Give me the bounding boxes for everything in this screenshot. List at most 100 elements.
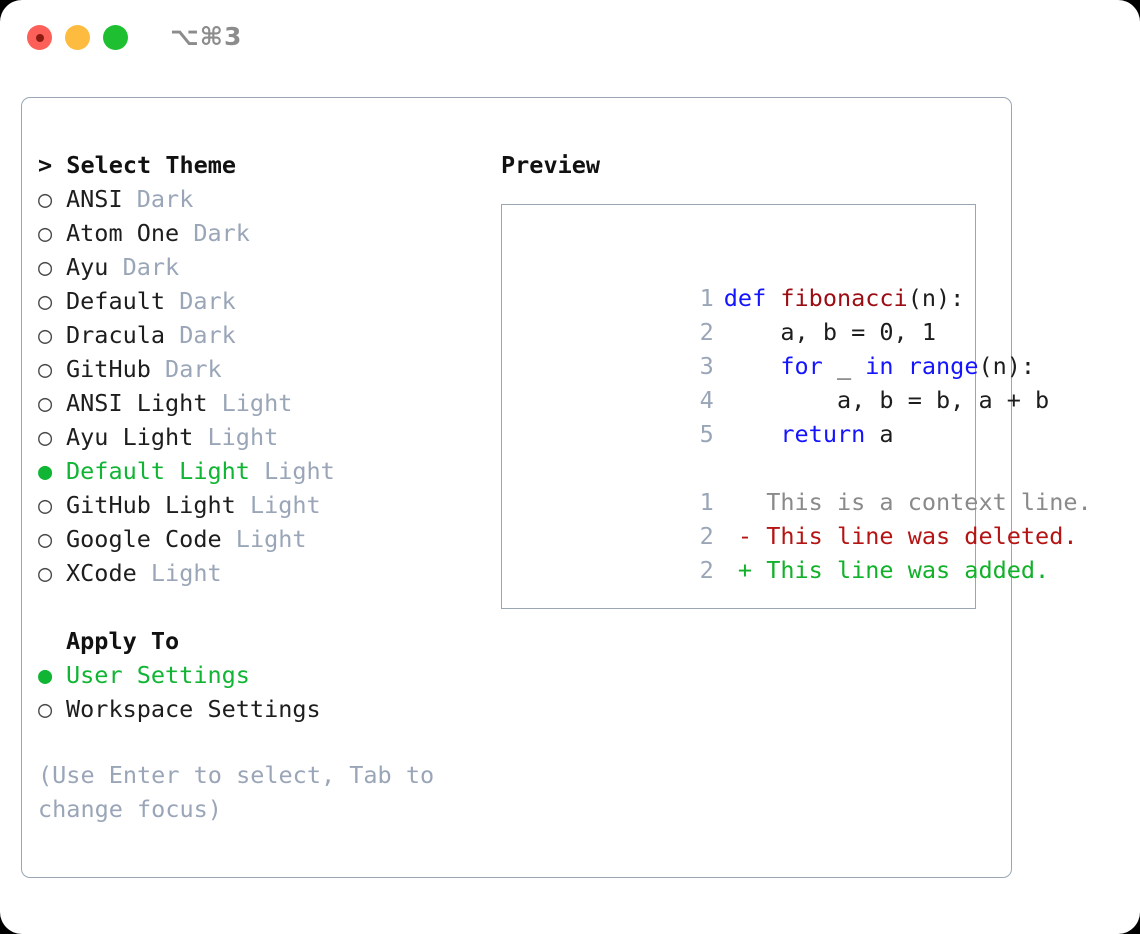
code-token: def <box>723 284 781 312</box>
preview-title: Preview <box>501 151 601 179</box>
diff-line-added: 2 + This line was added. <box>516 519 1050 584</box>
theme-option-atom-one-dark[interactable]: ○ Atom One Dark <box>38 216 493 250</box>
line-number: 2 <box>699 556 714 584</box>
theme-option-label: GitHub <box>66 355 151 383</box>
code-line: 5 return a <box>516 383 975 448</box>
diff-token: - This line was deleted. <box>723 522 1078 550</box>
theme-option-category <box>207 386 221 420</box>
traffic-light-controls <box>27 25 128 50</box>
theme-option-category-value: Light <box>235 525 307 553</box>
radio-icon-selected[interactable]: ● <box>38 457 53 485</box>
theme-option-category <box>193 420 207 454</box>
theme-option-category-value: Dark <box>136 185 194 213</box>
theme-option-label: Google Code <box>66 525 222 553</box>
radio-icon[interactable]: ○ <box>38 253 53 281</box>
keyboard-shortcut-label: ⌥⌘3 <box>170 22 243 51</box>
radio-icon[interactable]: ○ <box>38 355 53 383</box>
theme-option-category <box>123 182 137 216</box>
theme-option-category-value: Light <box>221 389 293 417</box>
radio-icon[interactable]: ○ <box>38 695 53 723</box>
theme-option-category-value: Light <box>249 491 321 519</box>
theme-option-category-value: Light <box>207 423 279 451</box>
theme-option-label: ANSI <box>66 185 123 213</box>
diff-token: + This line was added. <box>723 556 1050 584</box>
title-bar: ⌥⌘3 <box>0 0 1140 78</box>
theme-option-default-dark[interactable]: ○ Default Dark <box>38 284 493 318</box>
code-token: for <box>780 352 823 380</box>
line-number: 3 <box>699 352 714 380</box>
theme-option-label: Ayu Light <box>66 423 194 451</box>
theme-option-category-value: Dark <box>165 355 222 383</box>
radio-icon[interactable]: ○ <box>38 321 53 349</box>
theme-option-xcode-light[interactable]: ○ XCode Light <box>38 556 493 590</box>
theme-option-ayu-dark[interactable]: ○ Ayu Dark <box>38 250 493 284</box>
code-token: _ <box>822 352 866 380</box>
theme-option-default-light[interactable]: ● Default Light Light <box>38 454 493 488</box>
theme-option-google-code-light[interactable]: ○ Google Code Light <box>38 522 493 556</box>
radio-icon[interactable]: ○ <box>38 423 53 451</box>
line-number: 1 <box>699 488 714 516</box>
theme-option-category <box>222 522 236 556</box>
apply-to-option-label: User Settings <box>66 661 250 689</box>
line-number: 2 <box>699 318 714 346</box>
code-token: a <box>865 420 894 448</box>
theme-option-category-value: Dark <box>179 321 236 349</box>
minimize-window-icon[interactable] <box>65 25 90 50</box>
line-number: 4 <box>699 386 714 414</box>
radio-icon[interactable]: ○ <box>38 525 53 553</box>
theme-option-category <box>165 284 179 318</box>
section-spacer <box>38 590 493 624</box>
radio-icon[interactable]: ○ <box>38 287 53 315</box>
theme-option-category-value: Dark <box>122 253 180 281</box>
keyboard-hint-text: (Use Enter to select, Tab to change focu… <box>38 761 449 823</box>
radio-icon-selected[interactable]: ● <box>38 661 53 689</box>
code-token: return <box>780 420 866 448</box>
theme-option-category <box>179 216 193 250</box>
theme-option-label: ANSI Light <box>66 389 208 417</box>
select-theme-header: > Select Theme <box>38 151 237 179</box>
radio-icon[interactable]: ○ <box>38 185 53 213</box>
code-line: 2 a, b = 0, 1 <box>516 281 975 346</box>
theme-option-category-value: Dark <box>179 287 236 315</box>
theme-option-label: Atom One <box>66 219 180 247</box>
apply-to-option-list: ● User Settings ○ Workspace Settings <box>38 658 493 726</box>
code-token: (n): <box>978 352 1036 380</box>
theme-option-category <box>165 318 179 352</box>
theme-option-ansi-light[interactable]: ○ ANSI Light Light <box>38 386 493 420</box>
code-token <box>724 352 781 380</box>
theme-option-github-dark[interactable]: ○ GitHub Dark <box>38 352 493 386</box>
radio-icon[interactable]: ○ <box>38 559 53 587</box>
diff-line-deleted: 2 - This line was deleted. <box>516 485 1078 550</box>
theme-option-category <box>137 556 151 590</box>
theme-option-ayu-light[interactable]: ○ Ayu Light Light <box>38 420 493 454</box>
diff-line-context: 1 This is a context line. <box>516 451 1092 516</box>
radio-icon[interactable]: ○ <box>38 219 53 247</box>
theme-option-category-value: Light <box>264 457 335 485</box>
theme-option-category <box>151 352 165 386</box>
theme-option-label: Dracula <box>66 321 166 349</box>
code-token: (n): <box>907 284 965 312</box>
radio-icon[interactable]: ○ <box>38 389 53 417</box>
theme-option-category <box>236 488 250 522</box>
apply-to-header: Apply To <box>66 627 180 655</box>
close-window-icon[interactable] <box>27 25 52 50</box>
theme-option-category-value: Light <box>150 559 222 587</box>
theme-option-ansi-dark[interactable]: ○ ANSI Dark <box>38 182 493 216</box>
code-token <box>724 420 781 448</box>
theme-option-label: GitHub Light <box>66 491 236 519</box>
code-token: in <box>865 352 894 380</box>
apply-to-option-user-settings[interactable]: ● User Settings <box>38 658 493 692</box>
radio-icon[interactable]: ○ <box>38 491 53 519</box>
code-token: a, b = 0, 1 <box>723 318 937 346</box>
theme-option-github-light[interactable]: ○ GitHub Light Light <box>38 488 493 522</box>
maximize-window-icon[interactable] <box>103 25 128 50</box>
theme-option-dracula-dark[interactable]: ○ Dracula Dark <box>38 318 493 352</box>
main-panel: > Select Theme ○ ANSI Dark ○ Atom One Da… <box>21 97 1092 878</box>
apply-to-option-workspace-settings[interactable]: ○ Workspace Settings <box>38 692 493 726</box>
line-number: 2 <box>699 522 714 550</box>
theme-option-label: Ayu <box>66 253 109 281</box>
